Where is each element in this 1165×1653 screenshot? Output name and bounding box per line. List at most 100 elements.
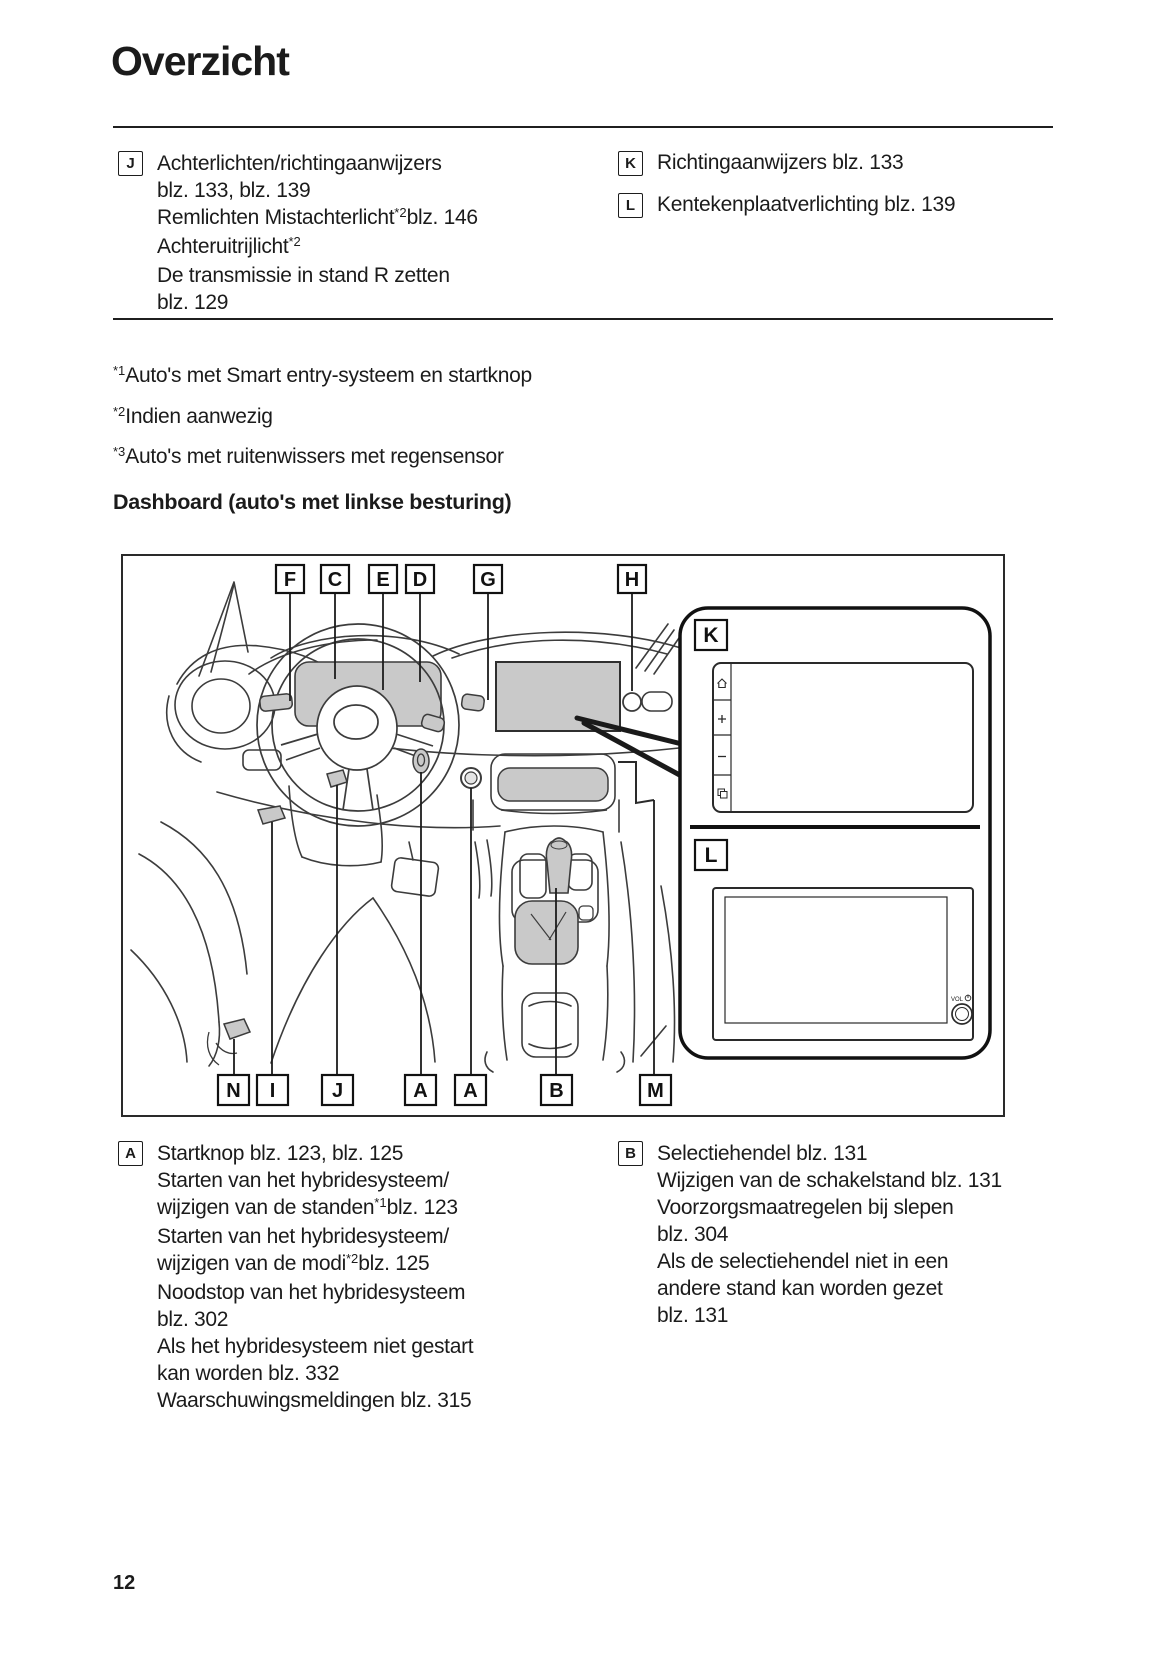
callout-box-j2 <box>320 1073 355 1107</box>
callout-box-e <box>367 563 399 595</box>
accelerator-pedal <box>474 841 481 899</box>
small-dash-button <box>641 691 673 712</box>
text-line: wijzigen van de standen*1blz. 123 <box>157 1195 458 1219</box>
text-line: *2Indien aanwezig <box>113 404 273 428</box>
stalks <box>222 693 485 1040</box>
text-line: blz. 131 <box>657 1304 729 1327</box>
bottom-callouts: N I J A A B M <box>216 1073 673 1107</box>
text-line: blz. 302 <box>157 1308 229 1331</box>
text-line: Als het hybridesysteem niet gestart <box>157 1335 474 1358</box>
callout-box-n <box>216 1073 251 1107</box>
start-button <box>460 767 482 789</box>
callout-letter-b: B <box>549 1080 563 1102</box>
footnote-3: *3Auto's met ruitenwissers met regensens… <box>113 443 504 472</box>
dash-tray <box>490 753 616 815</box>
text-line: andere stand kan worden gezet <box>657 1277 943 1300</box>
text-line: Wijzigen van de schakelstand blz. 131 <box>657 1169 1002 1192</box>
text-line: blz. 133, blz. 139 <box>157 179 311 202</box>
page-title: Overzicht <box>111 38 290 84</box>
item-text-l: Kentekenplaatverlichting blz. 139 <box>657 193 956 216</box>
callout-letter-m: M <box>647 1080 664 1102</box>
a-pillar <box>198 581 249 677</box>
text-line: Voorzorgsmaatregelen bij slepen <box>657 1196 954 1219</box>
marker-box-j: J <box>118 151 143 176</box>
center-display <box>495 661 621 732</box>
callout-letter-l: L <box>705 844 718 867</box>
panel-border <box>678 606 992 1060</box>
text-line: De transmissie in stand R zetten <box>157 264 450 287</box>
item-text-j: Achterlichten/richtingaanwijzers blz. 133… <box>157 150 478 316</box>
callout-letter-h: H <box>625 569 639 591</box>
dashboard-diagram-svg: K <box>121 554 1005 1117</box>
callout-letter-f: F <box>284 569 296 591</box>
callout-box-d <box>404 563 436 595</box>
page-number: 12 <box>113 1572 136 1594</box>
marker-box-a: A <box>118 1141 143 1166</box>
callout-box-panel-k <box>693 618 729 652</box>
text-line: *1Auto's met Smart entry-systeem en star… <box>113 363 532 387</box>
text-line: wijzigen van de modi*2blz. 125 <box>157 1251 430 1275</box>
callout-letter-d: D <box>413 569 427 591</box>
callout-letter-e: E <box>376 569 389 591</box>
footnote-2: *2Indien aanwezig <box>113 403 273 432</box>
dashboard-diagram: K <box>121 554 1005 1117</box>
shift-button <box>578 905 594 921</box>
volume-knob <box>951 1003 973 1025</box>
dash-pocket <box>242 749 282 771</box>
callout-box-f <box>274 563 306 595</box>
text-line: blz. 129 <box>157 291 229 314</box>
home-icon <box>717 678 727 689</box>
callout-letter-c: C <box>328 569 342 591</box>
list-item-k: K Richtingaanwijzers blz. 133 <box>618 150 904 176</box>
text-line: *3Auto's met ruitenwissers met regensens… <box>113 444 504 468</box>
callout-box-h <box>616 563 648 595</box>
list-item-l: L Kentekenplaatverlichting blz. 139 <box>618 192 956 218</box>
text-line: Noodstop van het hybridesysteem <box>157 1281 466 1304</box>
brake-pedal <box>390 857 440 897</box>
cup-holder <box>521 992 579 1058</box>
marker-box-l: L <box>618 193 643 218</box>
callout-letter-a2: A <box>463 1080 477 1102</box>
list-item-j: J Achterlichten/richtingaanwijzers blz. 1… <box>118 150 478 316</box>
callout-box-a1 <box>403 1073 438 1107</box>
lever-i-target <box>256 805 287 825</box>
text-line: Achteruitrijlicht*2 <box>157 234 301 258</box>
power-icon <box>964 994 972 1002</box>
plus-icon <box>718 715 726 723</box>
callout-box-b <box>539 1073 574 1107</box>
callout-letter-k: K <box>703 624 718 647</box>
m-bracket <box>618 761 655 805</box>
gear-shifter <box>514 837 594 965</box>
shift-boot <box>514 900 579 965</box>
windows-icon <box>717 788 728 799</box>
text-line: Als de selectiehendel niet in een <box>657 1250 949 1273</box>
center-console <box>498 831 506 967</box>
steering-wheel <box>256 623 460 827</box>
touchscreen-k <box>712 662 974 813</box>
callout-letter-n: N <box>226 1080 240 1102</box>
divider-top <box>113 126 1053 128</box>
hazard-button <box>622 692 642 712</box>
top-callouts: F C E D G H <box>274 563 648 595</box>
text-line: Waarschuwingsmeldingen blz. 315 <box>157 1389 472 1412</box>
item-text-k: Richtingaanwijzers blz. 133 <box>657 151 904 174</box>
release-n-target <box>222 1018 252 1040</box>
touchscreen-l <box>712 887 974 1041</box>
text-line: Starten van het hybridesysteem/ <box>157 1225 449 1248</box>
dashboard-line-art <box>130 581 682 1073</box>
text-line: Achterlichten/richtingaanwijzers <box>157 152 442 175</box>
callout-letter-g: G <box>480 569 496 591</box>
section-heading: Dashboard (auto's met linkse besturing) <box>113 490 512 514</box>
callout-box-a2 <box>453 1073 488 1107</box>
text-line: kan worden blz. 332 <box>157 1362 340 1385</box>
leader-lines <box>233 593 655 1075</box>
lever-j-target <box>326 769 348 788</box>
callout-letter-i: I <box>270 1080 276 1102</box>
text-line: Starten van het hybridesysteem/ <box>157 1169 449 1192</box>
text-line: Selectiehendel blz. 131 <box>657 1142 868 1165</box>
callout-letter-j: J <box>332 1080 343 1102</box>
